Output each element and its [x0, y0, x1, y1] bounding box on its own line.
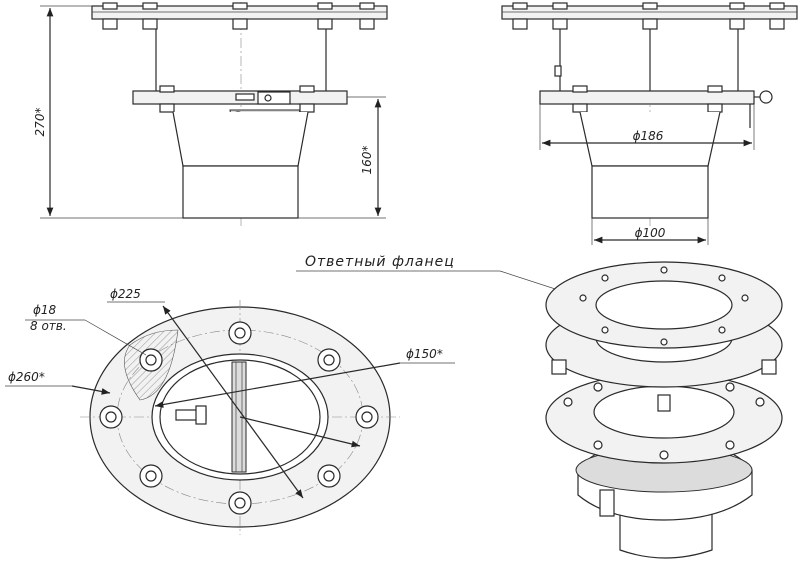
dia-186-label: ϕ186: [633, 129, 664, 143]
mating-flange-label: Ответный фланец: [305, 254, 455, 270]
dia-260-label: ϕ260*: [8, 370, 45, 384]
top-flange-bolts: [102, 2, 375, 30]
dia-150-label: ϕ150*: [406, 347, 443, 361]
side-view: ϕ186 ϕ100: [501, 2, 798, 245]
top-view: ϕ18 8 отв. ϕ225 ϕ260* ϕ150*: [5, 287, 455, 535]
dia-225-label: ϕ225: [110, 287, 141, 301]
isometric-view: Ответный фланец: [296, 254, 783, 559]
front-view: 270* 160*: [33, 2, 388, 226]
dia-100-label: ϕ100: [635, 226, 666, 240]
hole-count-label: 8 отв.: [30, 319, 67, 333]
height-lower-label: 160*: [360, 146, 374, 175]
hole-dia-label: ϕ18: [33, 303, 57, 317]
height-total-label: 270*: [33, 108, 47, 137]
